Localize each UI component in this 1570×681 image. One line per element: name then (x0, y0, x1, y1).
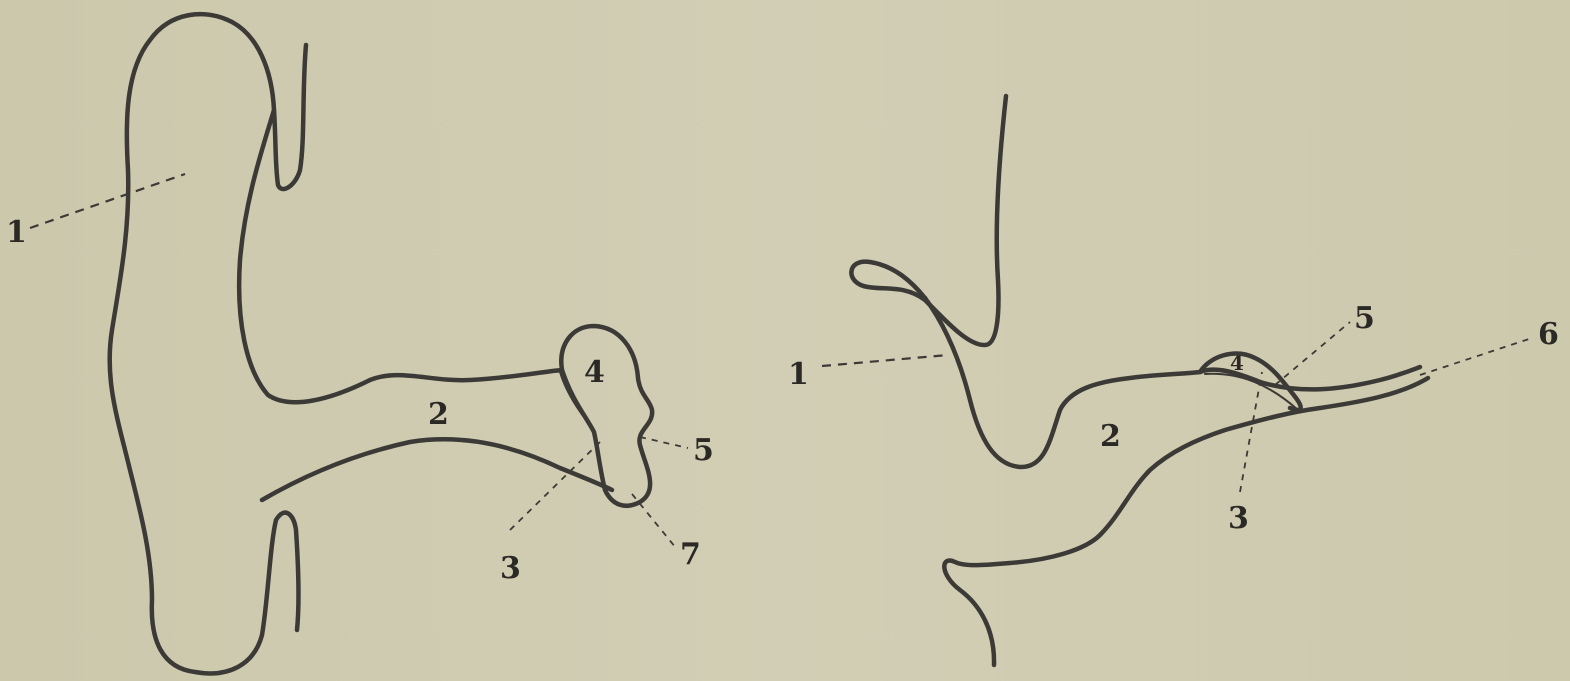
left-leader-1 (30, 174, 185, 228)
right-small-bulge (1200, 354, 1301, 410)
right-label-1: 1 (788, 357, 809, 392)
right-leader-1 (822, 355, 948, 366)
left-label-3: 3 (500, 551, 521, 586)
left-label-2: 2 (428, 397, 449, 432)
right-figure: 1 2 3 4 5 6 (788, 96, 1559, 665)
left-terminal-bulb (561, 326, 652, 506)
left-neck-upper (239, 110, 562, 402)
right-leader-3 (1240, 372, 1262, 492)
right-upper-hook (851, 96, 1006, 345)
right-leader-5 (1275, 322, 1350, 385)
right-label-4: 4 (1230, 351, 1244, 375)
left-neck-lower (262, 439, 612, 500)
right-label-5: 5 (1354, 301, 1375, 336)
left-label-1: 1 (6, 215, 27, 250)
left-label-7: 7 (680, 537, 701, 572)
left-label-4: 4 (584, 355, 605, 390)
right-label-3: 3 (1228, 501, 1249, 536)
right-leader-6 (1420, 338, 1532, 375)
left-main-outline (110, 14, 306, 673)
left-figure: 1 2 3 4 5 7 (6, 14, 714, 673)
right-label-6: 6 (1538, 317, 1559, 352)
right-label-2: 2 (1100, 419, 1121, 454)
right-body-lower (944, 378, 1428, 665)
left-leader-5 (640, 437, 688, 448)
left-label-5: 5 (693, 433, 714, 468)
